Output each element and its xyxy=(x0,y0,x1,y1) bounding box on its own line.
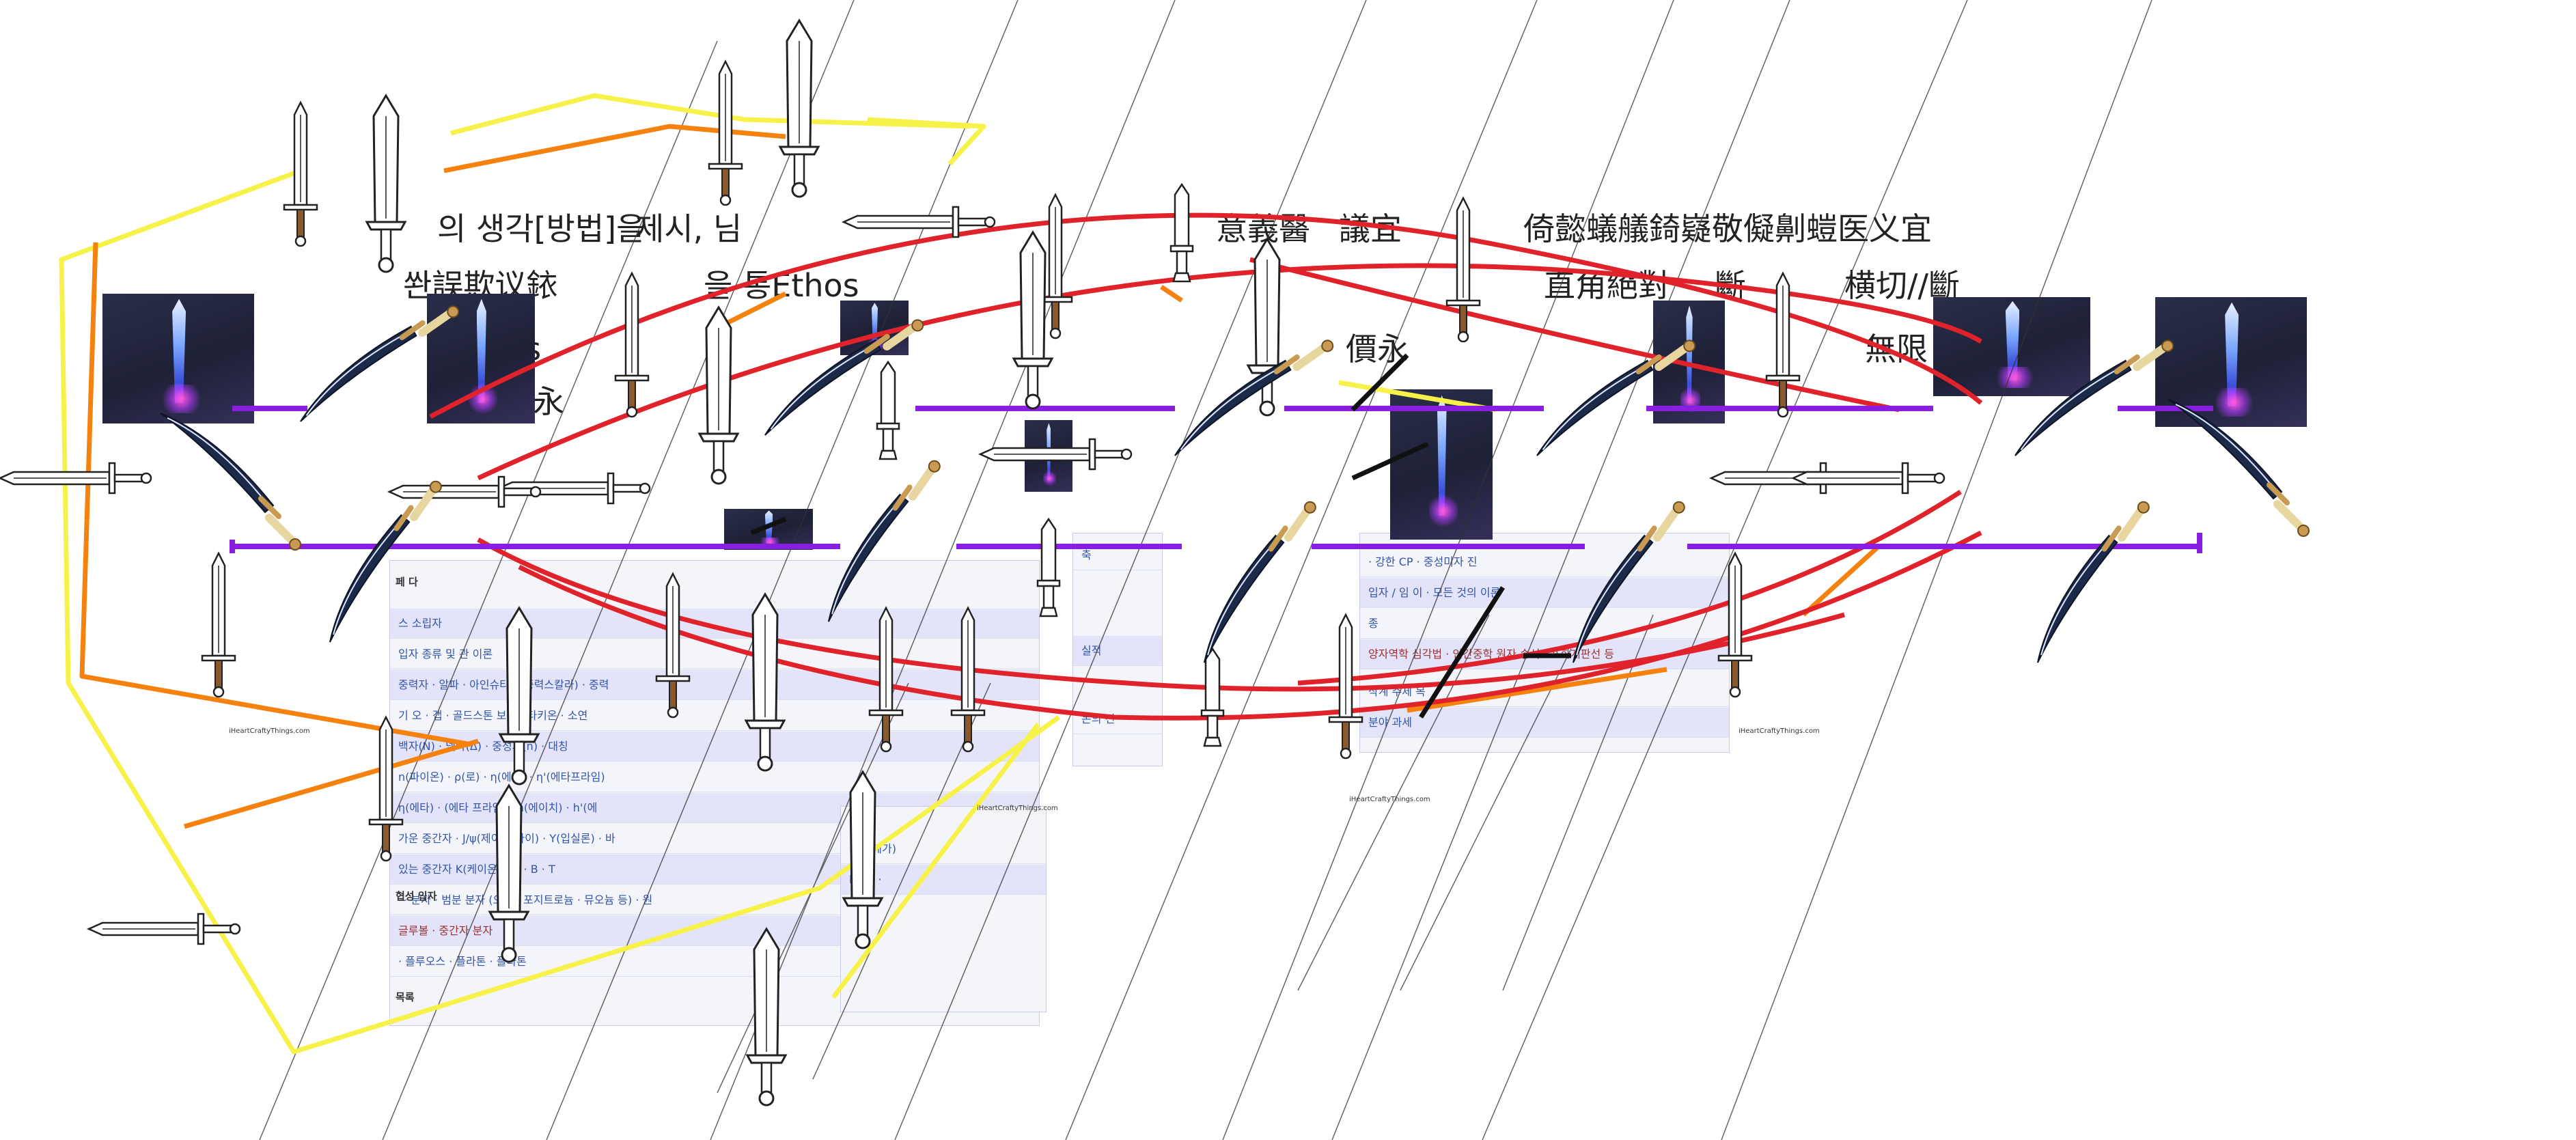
table-heading: 목록 xyxy=(396,991,415,1003)
table-row: 실적 xyxy=(1073,636,1162,666)
red-strokes xyxy=(429,212,1983,721)
table-cell: 축 xyxy=(1081,548,1092,561)
image-credit: iHeartCraftyThings.com xyxy=(977,805,1058,812)
image-credit: iHeartCraftyThings.com xyxy=(1349,796,1430,803)
table-cell: n(파이온) · ρ(로) · η(에타) · η'(에타프라임) xyxy=(398,770,605,783)
text-strip: 의 생각[방법]을 xyxy=(437,210,646,247)
table-cell: 종 xyxy=(1368,617,1379,630)
glowing-sword-art-icon xyxy=(102,294,254,423)
table-row: 스 소립자 xyxy=(390,609,1039,639)
table-cell: 입자 종류 및 관 이론 xyxy=(398,648,493,661)
text-strip: 永 xyxy=(533,383,564,420)
glowing-sword-art-icon xyxy=(1390,389,1493,540)
table-heading: 페 다 xyxy=(396,576,418,588)
table-row: 기 오 · 갭 · 골드스톤 보손 · 타키온 · 소연 xyxy=(390,701,1039,731)
text-strip: 倚懿蟻艤錡嶷敬儗劓螘医义宜 xyxy=(1523,210,1932,247)
image-credit: iHeartCraftyThings.com xyxy=(229,727,310,735)
table-cell: 백자(N) · 델타(Δ) · 중성자(n) · 대칭 xyxy=(398,740,568,753)
text-strip: 横切//斷 xyxy=(1844,267,1960,304)
table-cell: 기 오 · 갭 · 골드스톤 보손 · 타키온 · 소연 xyxy=(398,709,588,722)
table-row: 입자 종류 및 관 이론 xyxy=(390,639,1039,669)
text-strip: 제시, 님 xyxy=(635,210,743,247)
table-cell: 분야 과세 xyxy=(1368,716,1412,729)
particle-table-mid: 축 실적 논의 전 xyxy=(1072,533,1163,766)
table-row: 백자(N) · 델타(Δ) · 중성자(n) · 대칭 xyxy=(390,732,1039,762)
table-row: n(파이온) · ρ(로) · η(에타) · η'(에타프라임) xyxy=(390,762,1039,792)
table-cell: ~ 분자 · 범분 분자 (오늄 · 포지트로늄 · 뮤오늄 등) · 원 xyxy=(398,893,653,906)
orange-strokes xyxy=(79,124,1881,829)
table-cell: 입자 / 임 이 · 모든 것의 이론 xyxy=(1368,586,1501,599)
text-strip: 價永 xyxy=(1346,331,1409,367)
image-credit: iHeartCraftyThings.com xyxy=(1739,727,1820,735)
table-row: 축 xyxy=(1073,540,1162,570)
table-row: ~ 분자 · 범분 분자 (오늄 · 포지트로늄 · 뮤오늄 등) · 원 xyxy=(390,885,1039,915)
table-heading: 협성 입자 xyxy=(396,890,437,902)
table-cell: 글루볼 · 중간자 분자 xyxy=(398,924,493,937)
particle-table-left: 페 다 스 소립자 입자 종류 및 관 이론 중력자 · 알파 · 아인슈타인(… xyxy=(389,560,1040,1026)
table-cell: · 플루오스 · 플라톤 · 플라톤 xyxy=(398,955,527,968)
table-cell: 실적 xyxy=(1081,644,1102,657)
purple-bars xyxy=(232,406,2213,549)
table-row: 입자 / 임 이 · 모든 것의 이론 xyxy=(1360,578,1729,608)
table-row: · 플루오스 · 플라톤 · 플라톤 xyxy=(390,947,1039,977)
table-cell: 스 소립자 xyxy=(398,617,442,630)
black-strokes xyxy=(750,353,1571,719)
text-strip: 無限 xyxy=(1865,331,1928,367)
table-row: 종 xyxy=(1360,609,1729,639)
